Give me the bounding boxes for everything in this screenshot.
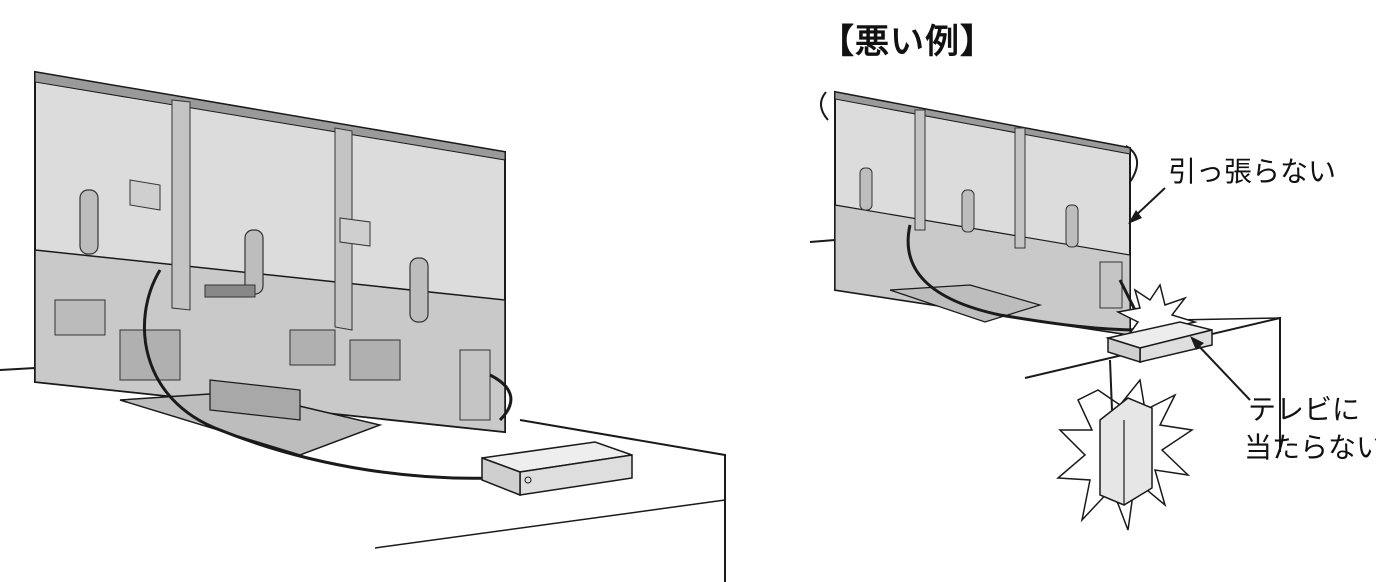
router-box xyxy=(481,441,633,497)
arrow-to-router xyxy=(1190,336,1251,401)
tv-back-panel xyxy=(34,70,506,434)
taut-cable xyxy=(906,224,1141,332)
falling-device xyxy=(1099,397,1153,506)
bad-example-heading: 【悪い例】 xyxy=(820,22,995,62)
no-hit-label-line2: 当たらない xyxy=(1244,431,1376,464)
no-pull-label: 引っ張らない xyxy=(1168,155,1337,188)
no-hit-label-line1: テレビに xyxy=(1248,393,1361,426)
table-edge-left xyxy=(519,419,726,582)
cable xyxy=(142,269,491,480)
table-front-left xyxy=(374,499,726,549)
cable-tv-side xyxy=(489,373,513,422)
arrow-to-tv xyxy=(1128,187,1166,224)
